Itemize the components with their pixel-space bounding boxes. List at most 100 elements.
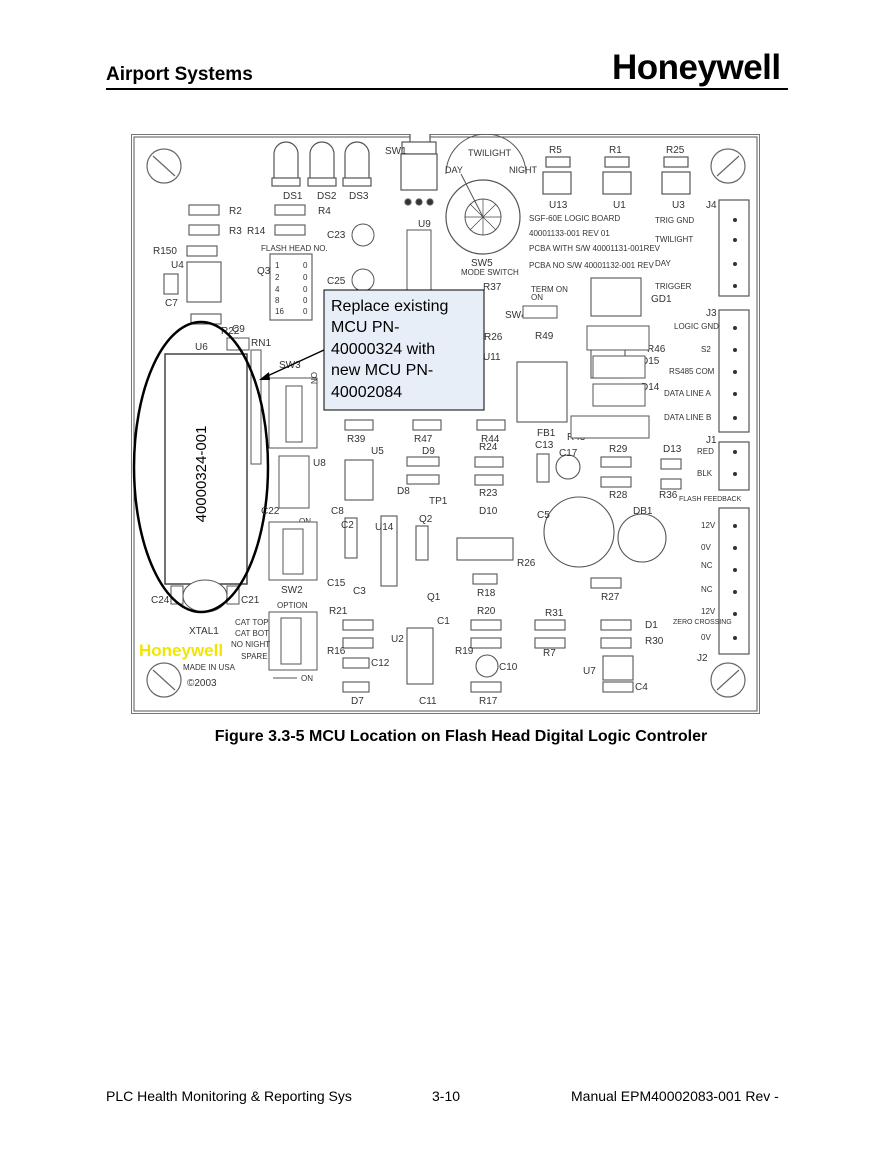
svg-text:0: 0: [303, 296, 308, 305]
callout-line-4: new MCU PN-: [331, 362, 433, 379]
svg-text:ON: ON: [309, 372, 318, 384]
svg-text:R26: R26: [484, 332, 503, 343]
svg-text:Q3: Q3: [257, 266, 271, 277]
svg-text:8: 8: [275, 296, 280, 305]
svg-text:U1: U1: [613, 200, 626, 211]
svg-text:C1: C1: [437, 616, 450, 627]
svg-text:PCBA NO S/W 40001132-001 REV: PCBA NO S/W 40001132-001 REV: [529, 261, 654, 270]
svg-text:0: 0: [303, 307, 308, 316]
footer-left: PLC Health Monitoring & Reporting Sys: [106, 1088, 352, 1104]
svg-text:ON: ON: [301, 674, 313, 683]
svg-text:R23: R23: [479, 488, 498, 499]
svg-text:R27: R27: [601, 592, 620, 603]
svg-text:MADE IN USA: MADE IN USA: [183, 663, 236, 672]
svg-text:NC: NC: [701, 561, 713, 570]
svg-text:12V: 12V: [701, 521, 716, 530]
svg-text:SW1: SW1: [385, 146, 407, 157]
svg-text:R19: R19: [455, 646, 474, 657]
svg-text:RN1: RN1: [251, 338, 271, 349]
svg-text:FLASH FEEDBACK: FLASH FEEDBACK: [679, 496, 742, 503]
svg-text:TP1: TP1: [429, 496, 448, 507]
svg-text:U3: U3: [672, 200, 685, 211]
svg-text:RED: RED: [697, 447, 714, 456]
svg-text:1: 1: [275, 261, 280, 270]
svg-text:CAT BOT: CAT BOT: [235, 629, 269, 638]
svg-text:U7: U7: [583, 666, 596, 677]
svg-text:R14: R14: [247, 226, 266, 237]
callout-line-3: 40000324 with: [331, 341, 435, 358]
svg-text:40001133-001 REV 01: 40001133-001 REV 01: [529, 229, 610, 238]
svg-text:D8: D8: [397, 486, 410, 497]
honeywell-logo: Honeywell: [612, 48, 781, 87]
svg-text:D9: D9: [422, 446, 435, 457]
svg-text:NIGHT: NIGHT: [509, 165, 538, 175]
callout-line-2: MCU PN-: [331, 319, 399, 336]
svg-text:U8: U8: [313, 458, 326, 469]
figure-caption: Figure 3.3-5 MCU Location on Flash Head …: [214, 728, 708, 745]
svg-text:U14: U14: [375, 522, 394, 533]
svg-text:C5: C5: [537, 510, 550, 521]
svg-text:ON: ON: [531, 293, 543, 302]
svg-text:R150: R150: [153, 246, 177, 257]
svg-text:0: 0: [303, 285, 308, 294]
svg-text:U5: U5: [371, 446, 384, 457]
silk-brand-logo: Honeywell: [139, 641, 223, 660]
callout-line-1: Replace existing: [331, 298, 448, 315]
svg-text:D13: D13: [663, 444, 682, 455]
svg-text:XTAL1: XTAL1: [189, 626, 219, 637]
svg-text:TRIGGER: TRIGGER: [655, 282, 692, 291]
footer-right: Manual EPM40002083-001 Rev -: [571, 1088, 779, 1104]
mcu-part-label: 40000324-001: [193, 426, 210, 523]
svg-text:R47: R47: [414, 434, 433, 445]
svg-text:C15: C15: [327, 578, 346, 589]
mcu-highlight-ellipse: [132, 320, 270, 614]
svg-text:0V: 0V: [701, 633, 711, 642]
svg-text:DAY: DAY: [445, 165, 463, 175]
svg-text:TRIG GND: TRIG GND: [655, 216, 694, 225]
svg-text:R21: R21: [329, 606, 348, 617]
svg-text:C7: C7: [165, 298, 178, 309]
svg-text:R1: R1: [609, 145, 622, 156]
svg-text:R29: R29: [609, 444, 628, 455]
footer-page-number: 3-10: [432, 1088, 461, 1104]
svg-text:R3: R3: [229, 226, 242, 237]
circuit-board-figure: DS1 DS2 DS3 SW1 TWILIGHT DAY NIGHT SW5 M…: [131, 123, 760, 714]
svg-text:R4: R4: [318, 206, 331, 217]
svg-text:D15: D15: [641, 356, 660, 367]
svg-text:PCBA WITH S/W 40001131-001REV: PCBA WITH S/W 40001131-001REV: [529, 244, 661, 253]
svg-text:C4: C4: [635, 682, 648, 693]
svg-text:GD1: GD1: [651, 294, 672, 305]
svg-text:0: 0: [303, 273, 308, 282]
svg-text:R31: R31: [545, 608, 564, 619]
svg-text:SW4: SW4: [505, 310, 527, 321]
svg-text:C13: C13: [535, 440, 554, 451]
svg-text:C25: C25: [327, 276, 346, 287]
svg-text:0V: 0V: [701, 543, 711, 552]
svg-text:D1: D1: [645, 620, 658, 631]
svg-text:C8: C8: [331, 506, 344, 517]
svg-text:U11: U11: [483, 352, 501, 363]
svg-text:J3: J3: [706, 308, 717, 319]
svg-text:C22: C22: [261, 506, 280, 517]
svg-text:S2: S2: [701, 345, 711, 354]
svg-text:D7: D7: [351, 696, 364, 707]
svg-text:R26: R26: [517, 558, 536, 569]
svg-text:U2: U2: [391, 634, 404, 645]
svg-text:FB1: FB1: [537, 428, 556, 439]
svg-text:TERM ON: TERM ON: [531, 285, 568, 294]
svg-text:4: 4: [275, 285, 280, 294]
svg-text:R20: R20: [477, 606, 496, 617]
svg-text:J2: J2: [697, 653, 708, 664]
svg-text:R46: R46: [647, 344, 666, 355]
svg-text:R24: R24: [479, 442, 498, 453]
svg-text:C10: C10: [499, 662, 518, 673]
svg-text:C21: C21: [241, 595, 260, 606]
svg-text:SGF-60E LOGIC BOARD: SGF-60E LOGIC BOARD: [529, 214, 620, 223]
svg-text:DS1: DS1: [283, 191, 303, 202]
svg-text:J4: J4: [706, 200, 717, 211]
svg-text:Q2: Q2: [419, 514, 433, 525]
svg-text:DS2: DS2: [317, 191, 337, 202]
svg-text:OPTION: OPTION: [277, 601, 308, 610]
svg-text:R44: R44: [481, 434, 500, 445]
svg-text:C9: C9: [232, 324, 245, 335]
